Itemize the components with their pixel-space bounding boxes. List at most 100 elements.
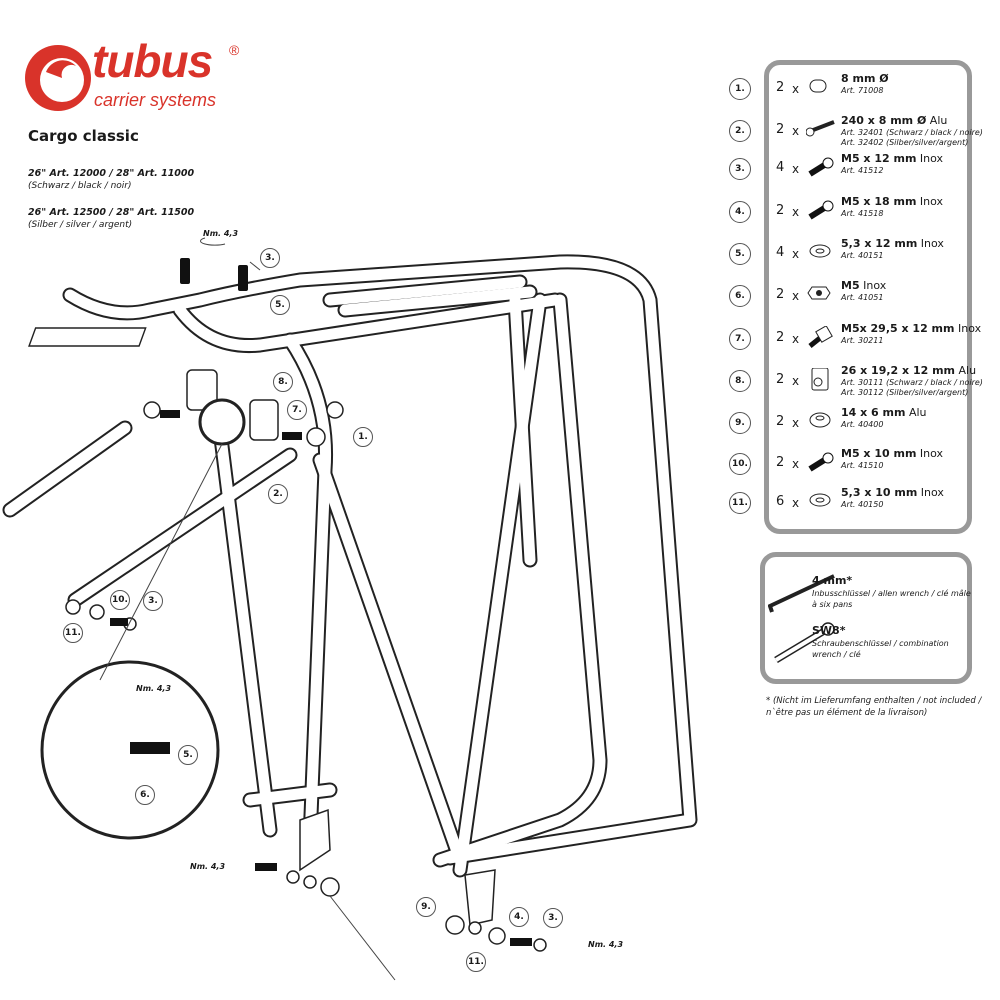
part-article: Art. 41512 bbox=[841, 166, 884, 175]
washer-icon bbox=[809, 244, 831, 258]
times-sign: x bbox=[792, 374, 800, 388]
callout-part-11: 11. bbox=[63, 623, 83, 643]
registered-mark: ® bbox=[229, 42, 240, 58]
part-spec-size: M5 x 12 mm bbox=[841, 152, 917, 165]
bolt-icon bbox=[808, 452, 834, 472]
callout-part-7: 7. bbox=[287, 400, 307, 420]
part-quantity: 2 bbox=[776, 330, 785, 345]
torque-label: Nm. 4,3 bbox=[588, 940, 624, 949]
callout-part-11: 11. bbox=[466, 952, 486, 972]
part-spec-size: 26 x 19,2 x 12 mm bbox=[841, 364, 956, 377]
part-article: Art. 41510 bbox=[841, 461, 884, 470]
part-spec-size: M5 x 18 mm bbox=[841, 195, 917, 208]
part-spec-material: Inox bbox=[917, 486, 944, 499]
part-article: Art. 32401 (Schwarz / black / noire) bbox=[841, 128, 983, 137]
not-included-note: * (Nicht im Lieferumfang enthalten / not… bbox=[766, 696, 982, 718]
callout-part-1: 1. bbox=[353, 427, 373, 447]
end-cap-icon bbox=[809, 79, 827, 93]
part-spec-size: 8 mm Ø bbox=[841, 72, 889, 85]
callout-part-9: 9. bbox=[416, 897, 436, 917]
part-number: 10. bbox=[729, 453, 751, 475]
times-sign: x bbox=[792, 416, 800, 430]
times-sign: x bbox=[792, 247, 800, 261]
tool-title: 4 mm* bbox=[812, 574, 853, 587]
part-quantity: 4 bbox=[776, 160, 785, 175]
tool-title: SW8* bbox=[812, 624, 846, 637]
times-sign: x bbox=[792, 124, 800, 138]
combination-wrench-icon bbox=[774, 622, 835, 664]
logo-wordmark: tubus bbox=[92, 35, 213, 87]
part-article: Art. 71008 bbox=[841, 86, 884, 95]
times-sign: x bbox=[792, 162, 800, 176]
bolt-icon bbox=[808, 157, 834, 177]
part-spec: 5,3 x 12 mm Inox bbox=[841, 237, 944, 250]
times-sign: x bbox=[792, 205, 800, 219]
part-number: 7. bbox=[729, 328, 751, 350]
times-sign: x bbox=[792, 289, 800, 303]
product-title: Cargo classic bbox=[28, 127, 139, 145]
part-number: 6. bbox=[729, 285, 751, 307]
part-number: 1. bbox=[729, 78, 751, 100]
nut-icon bbox=[807, 286, 831, 300]
part-spec-size: M5 x 10 mm bbox=[841, 447, 917, 460]
part-number: 4. bbox=[729, 201, 751, 223]
variant-finish: (Schwarz / black / noir) bbox=[28, 181, 132, 191]
times-sign: x bbox=[792, 457, 800, 471]
part-spec: 14 x 6 mm Alu bbox=[841, 406, 927, 419]
tool-description: Schraubenschlüssel / combination wrench … bbox=[812, 639, 949, 659]
part-number: 2. bbox=[729, 120, 751, 142]
part-number: 3. bbox=[729, 158, 751, 180]
callout-part-3: 3. bbox=[143, 591, 163, 611]
part-article: Art. 40400 bbox=[841, 420, 884, 429]
part-spec-material: Alu bbox=[926, 114, 948, 127]
part-spec-material: Inox bbox=[917, 237, 944, 250]
torque-label: Nm. 4,3 bbox=[203, 229, 239, 238]
variant-articles: 26" Art. 12500 / 28" Art. 11500 bbox=[28, 207, 195, 218]
logo-tagline: carrier systems bbox=[94, 90, 217, 110]
logo-mark-icon bbox=[25, 45, 91, 111]
washer-icon bbox=[809, 493, 831, 507]
clamp-block-icon bbox=[811, 368, 829, 391]
part-quantity: 2 bbox=[776, 80, 785, 95]
part-article: Art. 40150 bbox=[841, 500, 884, 509]
times-sign: x bbox=[792, 82, 800, 96]
part-spec-size: 5,3 x 10 mm bbox=[841, 486, 918, 499]
part-article: Art. 30112 (Silber/silver/argent) bbox=[841, 388, 969, 397]
part-spec: M5 x 10 mm Inox bbox=[841, 447, 943, 460]
part-quantity: 4 bbox=[776, 245, 785, 260]
eye-bolt-icon bbox=[808, 326, 833, 348]
part-quantity: 2 bbox=[776, 372, 785, 387]
callout-part-10: 10. bbox=[110, 590, 130, 610]
part-article: Art. 30211 bbox=[841, 336, 884, 345]
variant-articles: 26" Art. 12000 / 28" Art. 11000 bbox=[28, 168, 195, 179]
parts-list-panel bbox=[764, 60, 972, 534]
tools-panel bbox=[760, 552, 972, 684]
part-spec: M5 x 18 mm Inox bbox=[841, 195, 943, 208]
part-spec: M5 x 12 mm Inox bbox=[841, 152, 943, 165]
callout-part-6: 6. bbox=[135, 785, 155, 805]
part-spec-size: M5x 29,5 x 12 mm bbox=[841, 322, 955, 335]
part-quantity: 6 bbox=[776, 494, 785, 509]
part-article: Art. 40151 bbox=[841, 251, 884, 260]
part-spec-material: Inox bbox=[916, 447, 944, 460]
part-spec-material: Alu bbox=[905, 406, 927, 419]
part-quantity: 2 bbox=[776, 414, 785, 429]
part-number: 9. bbox=[729, 412, 751, 434]
callout-part-3: 3. bbox=[543, 908, 563, 928]
part-article: Art. 30111 (Schwarz / black / noire) bbox=[841, 378, 983, 387]
part-number: 8. bbox=[729, 370, 751, 392]
part-quantity: 2 bbox=[776, 455, 785, 470]
callout-part-8: 8. bbox=[273, 372, 293, 392]
part-article: Art. 41518 bbox=[841, 209, 884, 218]
torque-label: Nm. 4,3 bbox=[190, 862, 226, 871]
callout-part-2: 2. bbox=[268, 484, 288, 504]
part-quantity: 2 bbox=[776, 287, 785, 302]
torque-label: Nm. 4,3 bbox=[136, 684, 172, 693]
part-article: Art. 41051 bbox=[841, 293, 884, 302]
rack-exploded-drawing bbox=[2, 237, 698, 981]
part-quantity: 2 bbox=[776, 203, 785, 218]
spacer-icon bbox=[809, 412, 831, 428]
tool-description: Inbusschlüssel / allen wrench / clé mâle… bbox=[812, 589, 971, 609]
tubus-logo: tubus ® carrier systems bbox=[22, 35, 252, 115]
times-sign: x bbox=[792, 496, 800, 510]
